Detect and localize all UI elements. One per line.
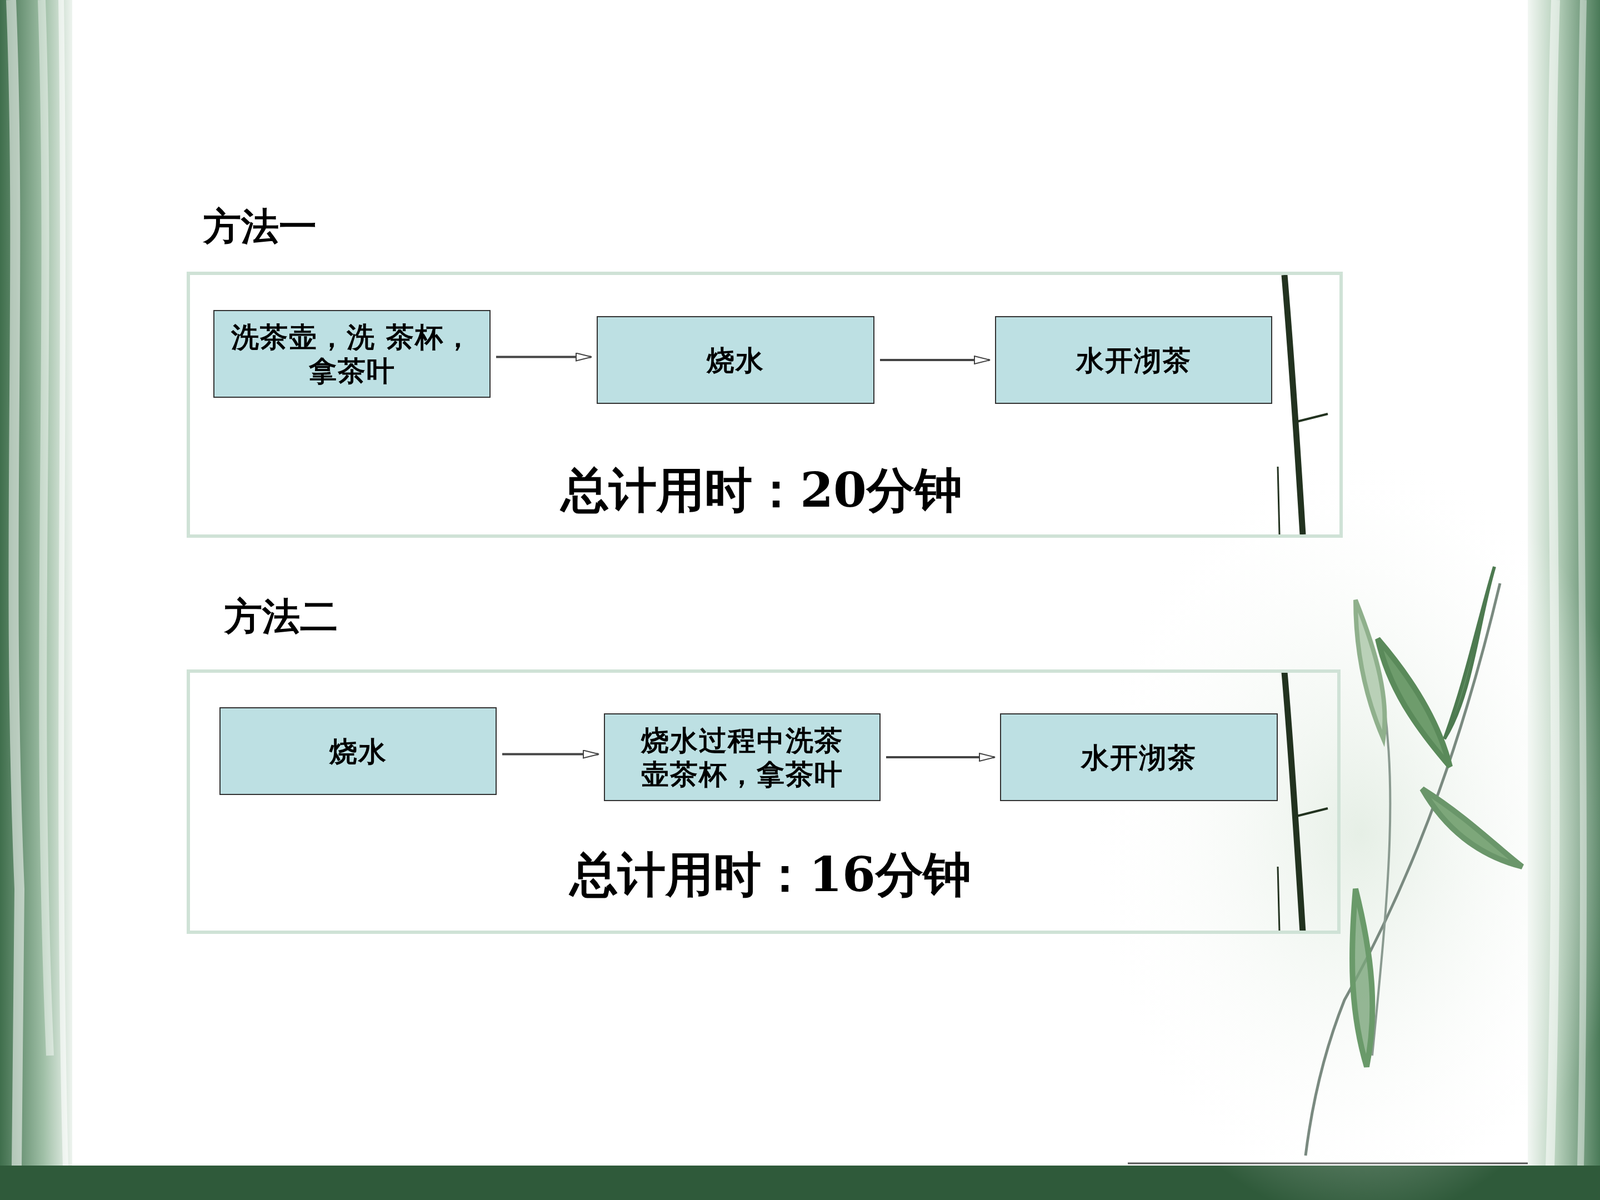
- method-heading: 方法二: [224, 591, 338, 643]
- process-box: 烧水: [219, 707, 497, 795]
- step-label: 烧水: [329, 734, 388, 769]
- bamboo-leaf: [1422, 788, 1523, 867]
- method-panel: 方法一总计用时：20分钟洗茶壶，洗 茶杯，拿茶叶烧水水开沏茶: [186, 271, 1343, 538]
- bamboo-twig: [1277, 866, 1280, 933]
- curtain-streak: [11, 0, 20, 1167]
- bamboo-stem: [1284, 275, 1303, 535]
- method-panel: 方法二总计用时：16分钟烧水烧水过程中洗茶 壶茶杯，拿茶叶水开沏茶: [186, 669, 1341, 934]
- curtain-streak: [41, 0, 50, 1056]
- left-curtain: [0, 0, 73, 1200]
- bamboo-stem: [1284, 672, 1303, 933]
- bamboo-leaf: [1377, 638, 1450, 767]
- flow-arrow: [880, 358, 990, 362]
- curtain-streak: [61, 0, 66, 1167]
- step-label: 烧水: [706, 343, 765, 378]
- process-box: 烧水: [596, 316, 875, 404]
- method-heading: 方法一: [203, 201, 317, 253]
- process-box: 水开沏茶: [995, 316, 1273, 404]
- process-box: 洗茶壶，洗 茶杯，拿茶叶: [213, 310, 491, 398]
- bamboo-twig: [1294, 808, 1328, 817]
- process-box: 烧水过程中洗茶 壶茶杯，拿茶叶: [603, 713, 881, 802]
- process-box: 水开沏茶: [1000, 713, 1278, 802]
- bamboo-twig: [1294, 413, 1328, 423]
- flow-arrow: [496, 356, 592, 359]
- flow-arrow: [886, 756, 995, 759]
- bamboo-twig: [1277, 466, 1280, 535]
- bamboo-leaf: [1355, 600, 1385, 739]
- step-label: 水开沏茶: [1076, 343, 1192, 378]
- leaf-glow: [1083, 444, 1600, 1200]
- total-time: 总计用时：16分钟: [570, 842, 972, 908]
- total-time: 总计用时：20分钟: [561, 458, 963, 524]
- bamboo-leaf: [1444, 566, 1495, 739]
- step-label: 烧水过程中洗茶 壶茶杯，拿茶叶: [616, 723, 869, 792]
- step-label: 洗茶壶，洗 茶杯，拿茶叶: [225, 320, 479, 388]
- flow-arrow: [502, 753, 599, 756]
- bamboo-leaf: [1352, 888, 1373, 1067]
- step-label: 水开沏茶: [1081, 740, 1197, 775]
